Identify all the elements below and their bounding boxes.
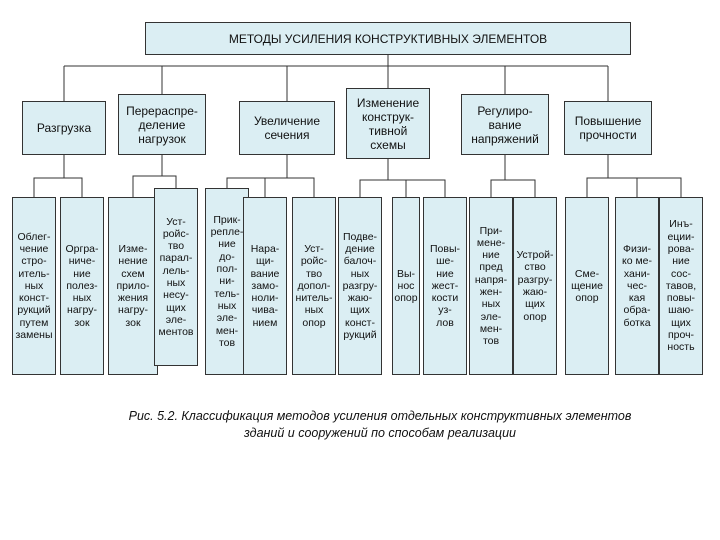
way-parallel-members: Уст- ройс- тво парал- лель- ных несу- щи… bbox=[154, 188, 198, 366]
method-load-redistribution: Перераспре- деление нагрузок bbox=[118, 94, 206, 155]
caption-line-1: Рис. 5.2. Классификация методов усиления… bbox=[128, 409, 632, 423]
diagram-title: МЕТОДЫ УСИЛЕНИЯ КОНСТРУКТИВНЫХ ЭЛЕМЕНТОВ bbox=[145, 22, 631, 55]
way-support-displacement: Сме- щение опор bbox=[565, 197, 609, 375]
way-unloading-beams: Подве- дение балоч- ных разгру- жаю- щих… bbox=[338, 197, 382, 375]
way-joint-stiffening: Повы- ше- ние жест- кости уз- лов bbox=[423, 197, 467, 375]
method-stress-regulation: Регулиро- вание напряжений bbox=[461, 94, 549, 155]
caption-line-2: зданий и сооружений по способам реализац… bbox=[244, 426, 516, 440]
figure-caption: Рис. 5.2. Классификация методов усиления… bbox=[100, 408, 660, 442]
method-section-increase: Увеличение сечения bbox=[239, 101, 335, 155]
way-support-offset: Вы- нос опор bbox=[392, 197, 420, 375]
way-concrete-jacketing: Нара- щи- вание замо- ноли- чива- нием bbox=[243, 197, 287, 375]
way-unloading-supports: Устрой- ство разгру- жаю- щих опор bbox=[513, 197, 557, 375]
way-additional-elements: Прик- репле- ние до- пол- ни- тель- ных … bbox=[205, 188, 249, 375]
way-additional-supports: Уст- ройс- тво допол- нитель- ных опор bbox=[292, 197, 336, 375]
way-physical-mechanical-treatment: Физи- ко ме- хани- чес- кая обра- ботка bbox=[615, 197, 659, 375]
way-prestressed-elements: При- мене- ние пред напря- жен- ных эле-… bbox=[469, 197, 513, 375]
way-limiting-loads: Оргра- ниче- ние полез- ных нагру- зок bbox=[60, 197, 104, 375]
way-load-scheme-change: Изме- нение схем прило- жения нагру- зок bbox=[108, 197, 158, 375]
way-strength-injection: Инъ- еции- рова- ние сос- тавов, повы- ш… bbox=[659, 197, 703, 375]
method-scheme-change: Изменение конструк- тивной схемы bbox=[346, 88, 430, 159]
way-lightening-structures: Облег- чение стро- итель- ных конст- рук… bbox=[12, 197, 56, 375]
method-strength-increase: Повышение прочности bbox=[564, 101, 652, 155]
method-unloading: Разгрузка bbox=[22, 101, 106, 155]
